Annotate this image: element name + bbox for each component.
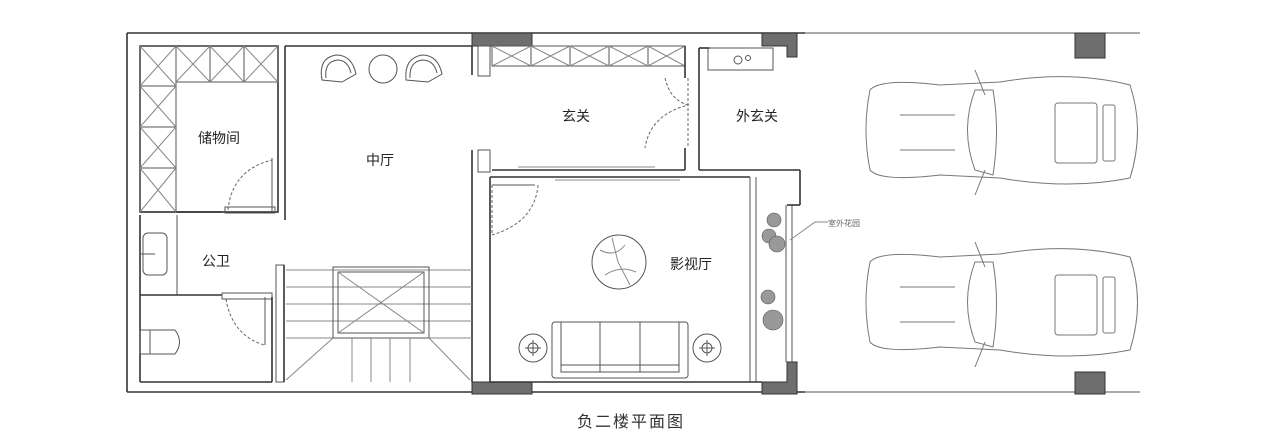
bathroom-walls [139, 215, 285, 383]
garden-strip [760, 204, 828, 362]
drawing-caption: 负二楼平面图 [577, 412, 686, 431]
media-room-walls [489, 176, 762, 383]
room-label-media-room: 影视厅 [670, 257, 712, 273]
outer-foyer-walls [698, 47, 801, 205]
parked-car-top [865, 69, 1138, 196]
room-label-foyer: 玄关 [562, 109, 590, 125]
storage-room-walls [139, 45, 279, 214]
foyer-walls [491, 45, 690, 171]
parked-car-bottom [865, 241, 1138, 368]
room-label-central-hall: 中厅 [366, 153, 394, 169]
annotation-outdoor-garden: 室外花园 [828, 219, 860, 228]
staircase [283, 265, 472, 382]
central-hall-walls [284, 45, 491, 382]
outer-boundary [126, 32, 1140, 393]
room-label-storage: 储物间 [198, 131, 240, 147]
room-label-outer-foyer: 外玄关 [736, 109, 778, 125]
room-label-public-bathroom: 公卫 [202, 254, 230, 270]
structural-pillars [471, 32, 1106, 395]
armchairs-and-table [320, 54, 443, 84]
